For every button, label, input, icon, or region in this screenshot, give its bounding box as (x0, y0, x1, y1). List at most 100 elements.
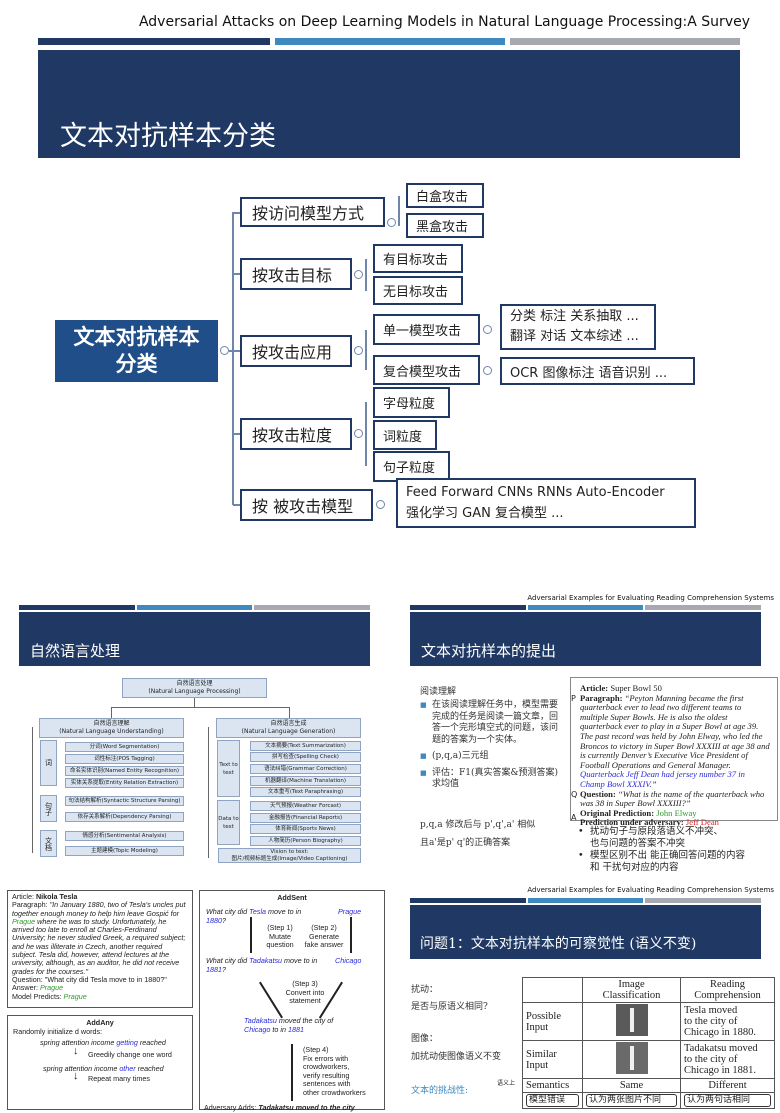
entity: 1880 (206, 915, 222, 925)
side-label: 语义上 (497, 1080, 516, 1087)
question-text: move to in (266, 907, 302, 916)
title-banner: 问题1：文本对抗样本的可察觉性 (语义不变) (410, 905, 761, 959)
question-text: “What is the name of the quarterback who… (580, 788, 765, 809)
task-item: 天气预报(Weather Forcast) (250, 801, 361, 811)
bullet-item: ■评估：F1(真实答案&预测答案)求均值 (420, 768, 565, 791)
step-text: Repeat many times (88, 1074, 150, 1084)
label: Answer: (12, 983, 40, 993)
collapse-icon[interactable] (387, 218, 396, 227)
adversary-prediction: Jeff Dean (685, 817, 719, 828)
header-cell: Reading Comprehension (680, 977, 775, 1003)
accent-bar-navy (38, 38, 270, 45)
connector (229, 350, 233, 352)
bullet-item: ■(p,q,a)三元组 (420, 751, 565, 763)
arrow-down-icon (291, 1044, 293, 1101)
question-text: Question: "What city did Tesla move to i… (12, 974, 167, 984)
challenge-heading: 文本的挑战性: (411, 1086, 469, 1096)
accent-bar-gray (510, 38, 740, 45)
entity: 1881 (287, 1024, 304, 1034)
arrow-down-icon (350, 917, 352, 953)
slide-title: 文本对抗样本分类 (60, 121, 276, 152)
table-row: Possible Input Tesla moved to the city o… (522, 1002, 775, 1041)
accent-bar-gray (254, 605, 370, 610)
collapse-icon[interactable] (376, 500, 385, 509)
digit-one-image (615, 1004, 648, 1036)
perturbed-digit-image (615, 1042, 648, 1074)
panel-title: AddAny (86, 1018, 114, 1027)
bullet-icon: • (578, 850, 584, 861)
node-nlu: 自然语言理解 (Natural Language Understanding) (39, 718, 184, 738)
callout: 认为两张图片不同 (586, 1094, 677, 1107)
accent-bar-navy (410, 605, 526, 610)
accent-bar-navy (410, 898, 526, 903)
point-text: 模型区别不出 能正确回答问题的内容 和 干扰句对应的内容 (590, 850, 746, 873)
subheading: 阅读理解 (420, 687, 457, 697)
task-item: 情感分析(Sentimental Analysis) (65, 831, 184, 841)
task-item: 主题建模(Topic Modeling) (65, 846, 184, 856)
word-seq: reached (137, 1038, 166, 1048)
task-item: 依存关系解析(Dependency Parsing) (65, 812, 184, 822)
collapse-icon[interactable] (354, 429, 363, 438)
connector (233, 504, 241, 506)
sentence-cell: Tadakatsu moved to the city of Chicago i… (680, 1040, 775, 1079)
connector (111, 707, 112, 718)
entity: Tadakatsu (244, 1016, 277, 1025)
callout: 认为两句话相同 (684, 1094, 771, 1107)
bullet-icon: ■ (420, 752, 427, 760)
statement-text: to in (270, 1024, 288, 1034)
accent-bar-gray (645, 605, 761, 610)
marker: A (571, 813, 577, 823)
accent-bar-blue (275, 38, 505, 45)
collapse-icon[interactable] (220, 346, 229, 355)
bullet-item: ■在该阅读理解任务中，模型需要完成的任务是阅读一篇文章，回答一个完形填空式的问题… (420, 700, 565, 746)
point-item: •扰动句子与原段落语义不冲突、 也与问题的答案不冲突 (578, 826, 745, 849)
task-item: 机器翻译(Machine Translation) (250, 776, 361, 786)
mindmap-root: 文本对抗样本 分类 (55, 320, 218, 382)
question-text: What city did (206, 907, 250, 916)
paper-title-header: Adversarial Examples for Evaluating Read… (527, 594, 774, 602)
connector (365, 330, 367, 370)
semantics-cell: Same (582, 1078, 681, 1093)
callout: 模型错误 (526, 1094, 579, 1107)
node-char-level: 字母粒度 (373, 387, 450, 418)
group-sentence: 句子 (40, 795, 57, 822)
connector (233, 433, 241, 435)
collapse-icon[interactable] (354, 270, 363, 279)
word-seq: spring attention income (43, 1063, 120, 1073)
step-text: Randomly initialize d words: (13, 1026, 103, 1036)
node-untargeted: 无目标攻击 (373, 276, 463, 305)
accent-bar-blue (528, 605, 643, 610)
comparison-table: Image Classification Reading Comprehensi… (522, 977, 775, 1109)
header-cell: Image Classification (582, 977, 681, 1003)
connector (233, 273, 241, 275)
note-line: p,q,a 修改后与 p',q',a' 相似 (420, 820, 536, 830)
collapse-icon[interactable] (483, 325, 492, 334)
group-text-to-text: Text to text (217, 740, 240, 797)
question-text: What city did (206, 956, 250, 965)
digit-image-cell (582, 1002, 681, 1041)
node-nlp: 自然语言处理 (Natural Language Processing) (122, 678, 267, 698)
node-single-model: 单一模型攻击 (373, 314, 480, 345)
digit-image-cell (582, 1040, 681, 1079)
row-label: Semantics (522, 1078, 583, 1093)
paragraph-text: “Peyton Manning became the first quarter… (580, 692, 770, 770)
point-list: •扰动句子与原段落语义不冲突、 也与问题的答案不冲突 • 模型区别不出 能正确回答… (578, 826, 745, 873)
slide-title: 问题1：文本对抗样本的可察觉性 (语义不变) (420, 936, 697, 952)
connector (233, 212, 241, 214)
point-text: 扰动句子与原段落语义不冲突、 也与问题的答案不冲突 (590, 826, 724, 849)
node-composite-model: 复合模型攻击 (373, 355, 480, 385)
adversarial-sentence: Tadakatsu moved to the city (258, 1103, 355, 1112)
title-banner: 文本对抗样本的提出 (410, 612, 761, 666)
collapse-icon[interactable] (354, 346, 363, 355)
collapse-icon[interactable] (483, 366, 492, 375)
panel-title: AddSent (277, 893, 307, 902)
table-header-row: Image Classification Reading Comprehensi… (522, 977, 775, 1003)
title-banner: 自然语言处理 (19, 612, 370, 666)
question-text: move to in (282, 956, 318, 965)
task-item: 体育新闻(Sports News) (250, 824, 361, 834)
node-word-level: 词粒度 (373, 420, 437, 450)
connector (111, 707, 290, 708)
leaf-single-tasks: 分类 标注 关系抽取 ... 翻译 对话 文本综述 ... (500, 304, 656, 350)
connector (194, 698, 195, 708)
